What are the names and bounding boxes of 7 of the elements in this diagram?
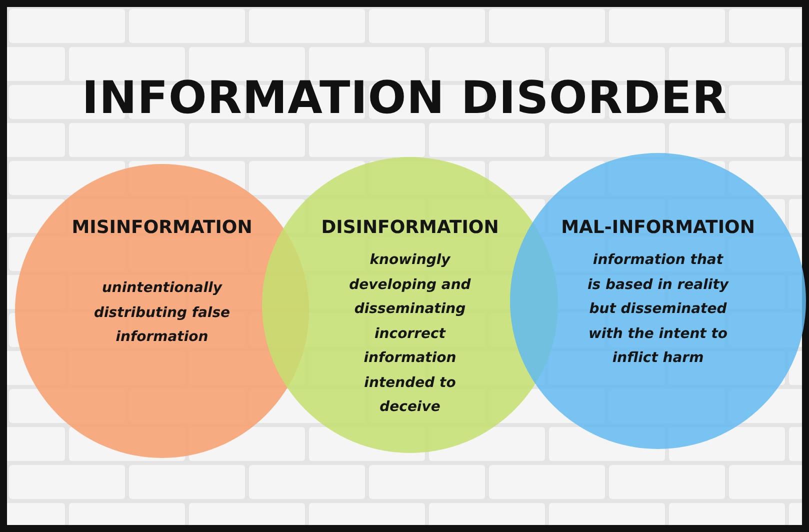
term-heading: MISINFORMATION [72, 217, 252, 239]
term-heading: MAL-INFORMATION [561, 217, 755, 239]
title-heading: INFORMATION DISORDER [82, 70, 728, 126]
definition-text: unintentionally distributing false information [92, 279, 232, 347]
definition-text: information that is based in reality but disseminated with the intent to inflict harm [586, 251, 730, 368]
definition-text: knowingly developing and disseminating incorrect information intended to deceive [348, 251, 472, 417]
term-heading: DISINFORMATION [321, 217, 499, 239]
